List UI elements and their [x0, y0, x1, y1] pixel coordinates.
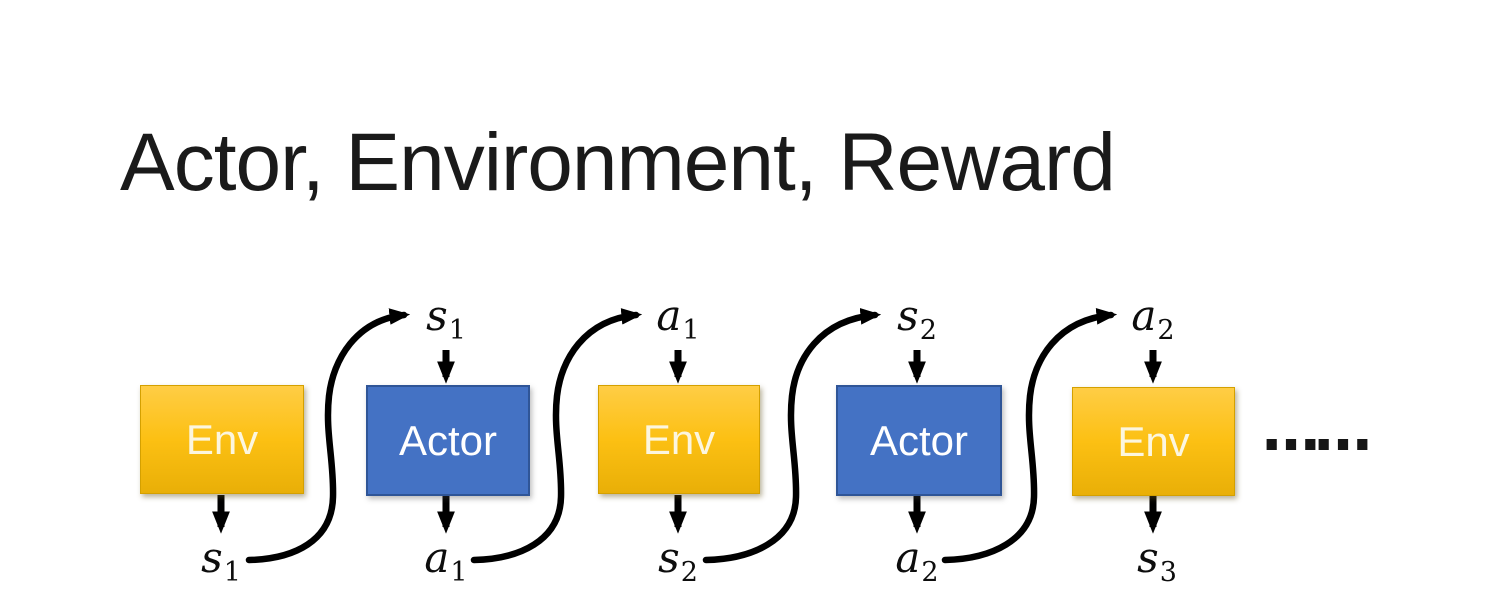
box-label: Env: [642, 415, 716, 463]
math-base: s: [897, 291, 919, 340]
math-sub: 1: [223, 557, 241, 589]
math-base: a: [656, 291, 682, 340]
math-base: s: [426, 291, 448, 340]
math-base: s: [1137, 533, 1159, 582]
actor-box-2: Actor: [836, 385, 1002, 496]
math-base: a: [424, 533, 450, 582]
env-box-2: Env: [598, 385, 760, 494]
actor-box-1: Actor: [366, 385, 530, 496]
page-title: Actor, Environment, Reward: [120, 117, 1116, 208]
math-sub: 2: [921, 557, 939, 589]
box-label: Actor: [869, 416, 969, 464]
env-box-3: Env: [1072, 387, 1235, 496]
math-base: a: [895, 533, 921, 582]
env-box-1: Env: [140, 385, 304, 494]
box-label: Env: [185, 415, 259, 463]
top-label-s1: s1: [426, 291, 466, 347]
math-base: s: [658, 533, 680, 582]
top-label-a2: a2: [1131, 291, 1175, 347]
math-sub: 2: [919, 315, 937, 347]
math-base: a: [1131, 291, 1157, 340]
math-sub: 3: [1159, 557, 1177, 589]
ellipsis-dots: ……: [1262, 396, 1372, 464]
math-sub: 1: [450, 557, 468, 589]
bottom-label-s2: s2: [658, 533, 698, 589]
box-label: Actor: [398, 416, 498, 464]
math-sub: 1: [448, 315, 466, 347]
box-label: Env: [1117, 417, 1190, 465]
math-sub: 2: [1157, 315, 1175, 347]
math-base: s: [201, 533, 223, 582]
bottom-label-a2: a2: [895, 533, 939, 589]
math-sub: 2: [680, 557, 698, 589]
bottom-label-s1: s1: [201, 533, 241, 589]
bottom-label-a1: a1: [424, 533, 468, 589]
top-label-a1: a1: [656, 291, 700, 347]
top-label-s2: s2: [897, 291, 937, 347]
bottom-label-s3: s3: [1137, 533, 1177, 589]
math-sub: 1: [682, 315, 700, 347]
